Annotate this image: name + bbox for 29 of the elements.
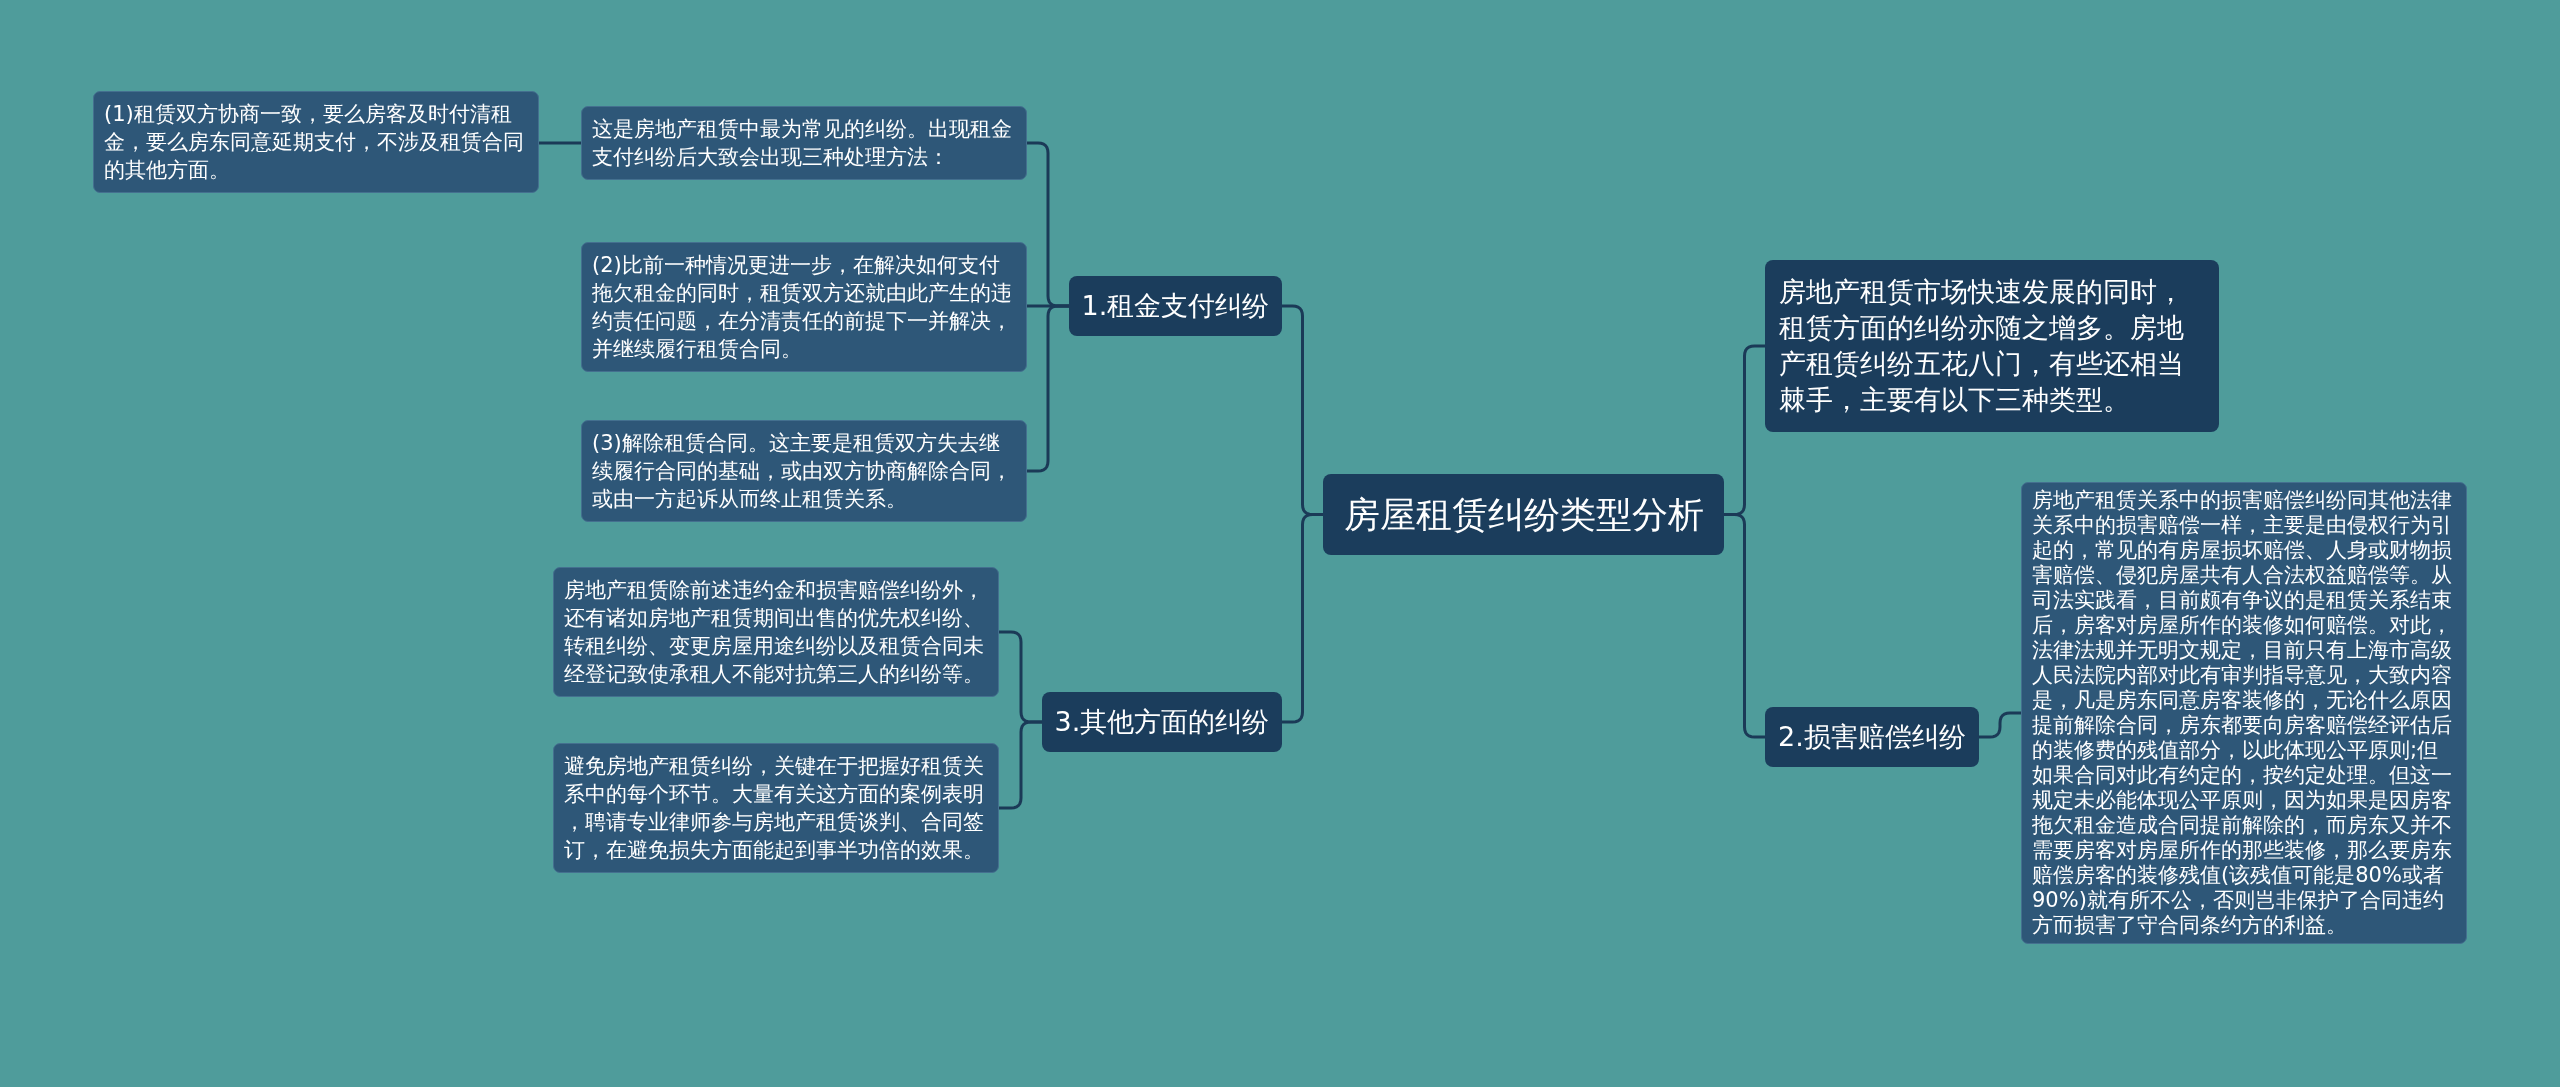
note-card xyxy=(93,91,539,193)
topic-text: 2.损害赔偿纠纷 xyxy=(1777,721,1967,753)
topic-text: 房屋租赁纠纷类型分析 xyxy=(1342,493,1705,536)
note-text: 房地产租赁关系中的损害赔偿纠纷同其他法律关系中的损害赔偿一样，主要是由侵权行为引起的，常见的有房屋损坏赔偿、人身或财物损害赔偿、侵犯房屋共有人合法权益赔偿等。从司法实践看，目前颇有争议的是租赁关系结束后，房客对房屋所作的装修如何赔偿。对此，法律法规并无明文规定，目前只有上海市高级人民法院内部对此有审判指导意见，大致内容是，凡是房东同意房客装修的，无论什么原因提前解除合同，房东都要向房客赔偿经评估后的装修费的残值部分，以此体现公平原则;但如果合同对此有约定的，按约定处理。但这一规定未必能体现公平原则，因为如果是因房客拖欠租金造成合同提前解除的，而房东又并不需要房客对房屋所作的那些装修，那么要房东赔偿房客的装修残值(该残值可能是80%或者90%)就有所不公，否则岂非保护了合同违约方而损害了守合同条约方的利益。 xyxy=(2032,488,2453,938)
connector-line xyxy=(1722,513,1767,739)
note-text: (2)比前一种情况更进一步，在解决如何支付拖欠租金的同时，租赁双方还就由此产生的违约责任问题，在分清责任的前提下一并解决，并继续履行租赁合同。 xyxy=(592,252,1013,363)
note-text: (3)解除租赁合同。这主要是租赁双方失去继续履行合同的基础，或由双方协商解除合同，或由一方起诉从而终止租赁关系。 xyxy=(592,430,1013,513)
connector-line xyxy=(537,141,583,145)
note-card xyxy=(581,106,1027,180)
connector-line xyxy=(1025,304,1071,473)
connector-line xyxy=(1977,711,2023,739)
central-topic xyxy=(1323,474,1724,555)
branch-topic xyxy=(1069,276,1282,336)
note-card xyxy=(1765,260,2219,432)
topic-text: 3.其他方面的纠纷 xyxy=(1053,706,1271,738)
connector-line xyxy=(1280,513,1325,724)
note-text: (1)租赁双方协商一致，要么房客及时付清租金，要么房东同意延期支付，不涉及租赁合同的其他方面。 xyxy=(104,101,525,184)
note-card xyxy=(553,743,999,873)
topic-text: 1.租金支付纠纷 xyxy=(1080,290,1271,322)
note-card xyxy=(581,242,1027,372)
branch-topic xyxy=(1042,692,1282,752)
note-text: 这是房地产租赁中最为常见的纠纷。出现租金支付纠纷后大致会出现三种处理方法： xyxy=(592,116,1013,171)
branch-topic xyxy=(1765,707,1979,767)
note-text: 房地产租赁除前述违约金和损害赔偿纠纷外，还有诸如房地产租赁期间出售的优先权纠纷、转租纠纷、变更房屋用途纠纷以及租赁合同未经登记致使承租人不能对抗第三人的纠纷等。 xyxy=(564,577,985,688)
note-text: 避免房地产租赁纠纷，关键在于把握好租赁关系中的每个环节。大量有关这方面的案例表明，聘请专业律师参与房地产租赁谈判、合同签订，在避免损失方面能起到事半功倍的效果。 xyxy=(564,753,985,864)
connector-line xyxy=(997,720,1044,810)
note-card xyxy=(581,420,1027,522)
note-text: 房地产租赁市场快速发展的同时，租赁方面的纠纷亦随之增多。房地产租赁纠纷五花八门，有些还相当棘手，主要有以下三种类型。 xyxy=(1779,275,2185,417)
note-card xyxy=(553,567,999,697)
